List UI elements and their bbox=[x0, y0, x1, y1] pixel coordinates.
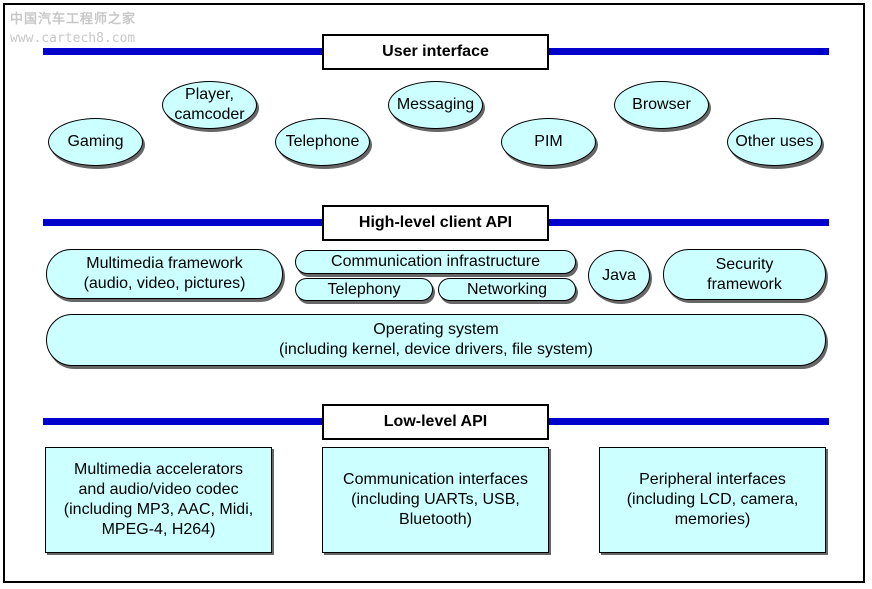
use-gaming: Gaming bbox=[48, 118, 143, 166]
use-browser: Browser bbox=[614, 81, 709, 129]
low-level-api-title: Low-level API bbox=[322, 404, 549, 440]
java: Java bbox=[588, 250, 650, 301]
use-pim: PIM bbox=[501, 118, 596, 166]
use-player-camcoder: Player, camcoder bbox=[162, 81, 257, 129]
operating-system: Operating system (including kernel, devi… bbox=[46, 314, 826, 366]
watermark-url: www.cartech8.com bbox=[10, 31, 136, 46]
diagram-frame bbox=[3, 3, 865, 583]
user-interface-title: User interface bbox=[322, 34, 549, 70]
use-telephone: Telephone bbox=[275, 118, 370, 166]
communication-infrastructure: Communication infrastructure bbox=[295, 250, 576, 274]
networking: Networking bbox=[438, 278, 576, 301]
watermark-title: 中国汽车工程师之家 bbox=[10, 12, 137, 27]
use-other: Other uses bbox=[727, 118, 822, 166]
communication-interfaces: Communication interfaces (including UART… bbox=[322, 447, 549, 553]
high-level-api-title: High-level client API bbox=[322, 205, 549, 241]
telephony: Telephony bbox=[295, 278, 433, 301]
security-framework: Security framework bbox=[663, 249, 826, 300]
multimedia-accelerators: Multimedia accelerators and audio/video … bbox=[45, 447, 272, 553]
multimedia-framework: Multimedia framework (audio, video, pict… bbox=[46, 249, 283, 299]
use-messaging: Messaging bbox=[388, 81, 483, 129]
peripheral-interfaces: Peripheral interfaces (including LCD, ca… bbox=[599, 447, 826, 553]
